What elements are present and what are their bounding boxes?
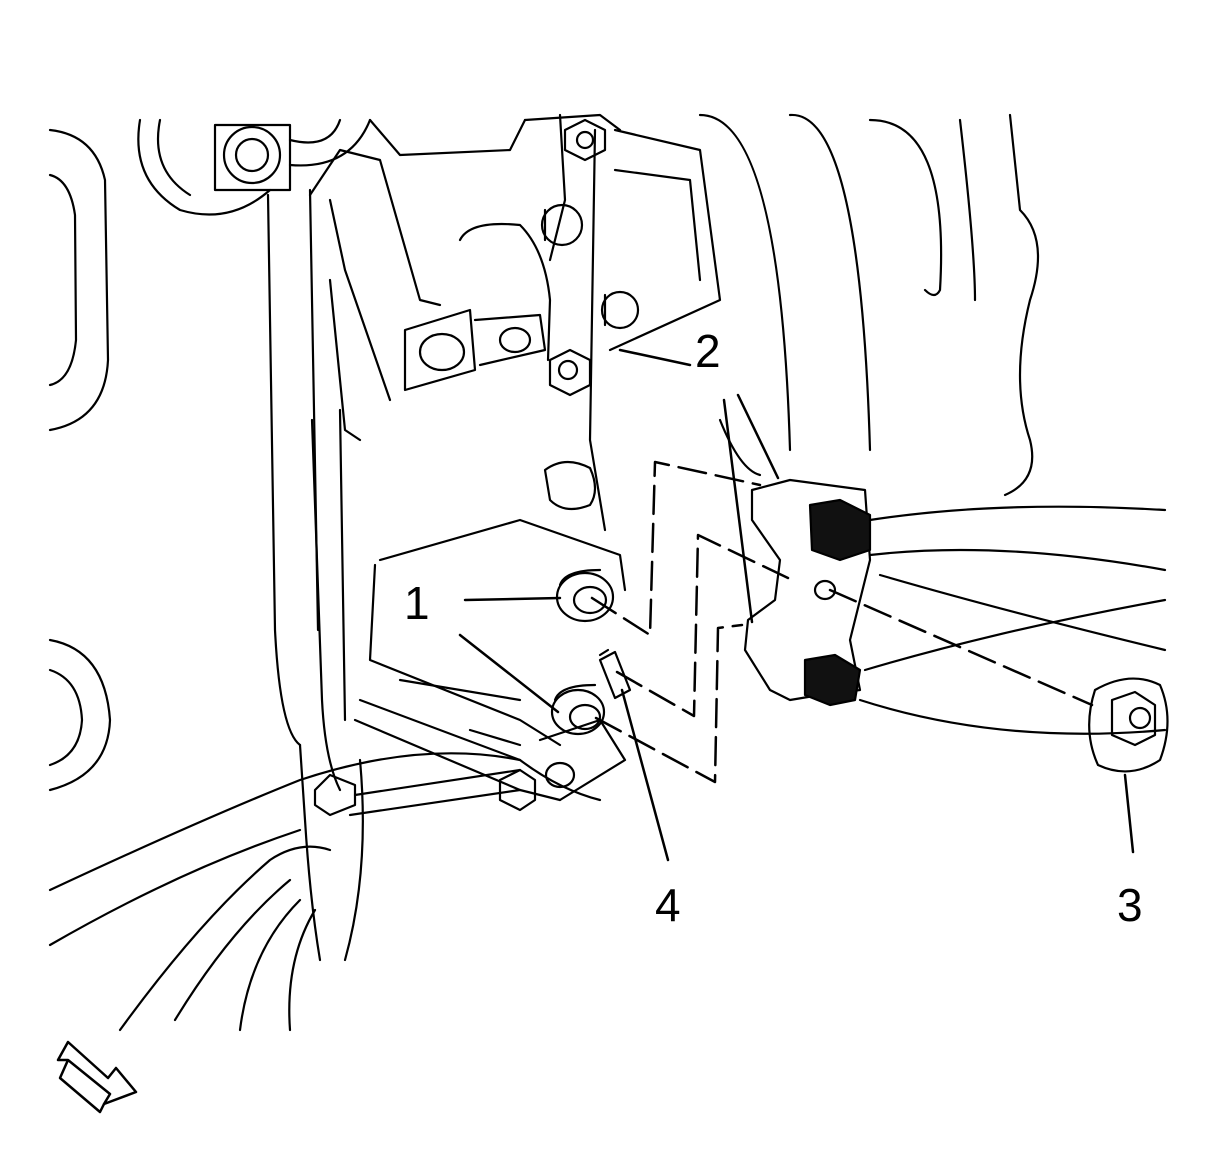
vertical-support-strut	[266, 188, 364, 962]
lower-mount-bolt	[313, 718, 627, 817]
right-body-panel	[608, 113, 1040, 497]
flange-nut	[1088, 677, 1169, 773]
case-bolts	[540, 118, 640, 511]
locating-pin	[598, 648, 632, 700]
lower-body-contours	[48, 752, 602, 1032]
callout-label-1: 1	[404, 577, 430, 629]
callout-label-2: 2	[695, 325, 721, 377]
upper-hose-fitting	[137, 118, 372, 216]
callout-label-4: 4	[655, 879, 681, 931]
transmission-case	[353, 113, 627, 802]
front-direction-arrow-icon	[56, 1040, 138, 1114]
callout-label-3: 3	[1117, 879, 1143, 931]
assembly-path-lines	[590, 460, 1094, 784]
cooler-line-fitting	[743, 478, 1167, 735]
left-body-panel	[48, 128, 112, 792]
mount-bracket	[308, 148, 547, 442]
callout-leaders	[458, 348, 1135, 862]
